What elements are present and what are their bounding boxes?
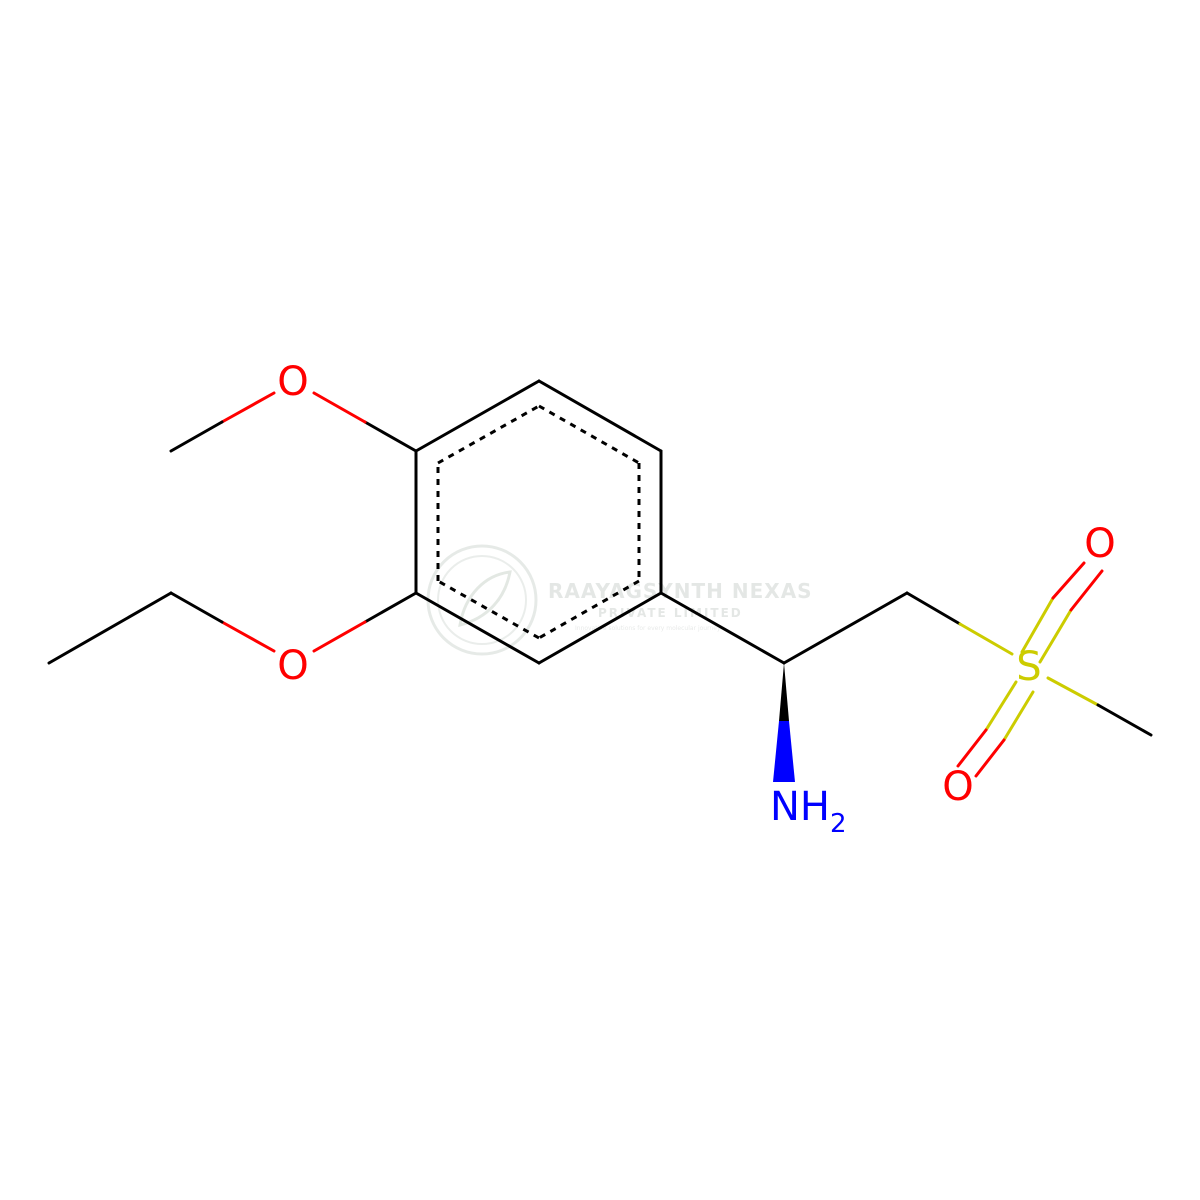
s-o-bottom-bond-a-yellow	[984, 680, 1018, 732]
ethoxy-oxygen-label: O	[277, 643, 308, 689]
amine-nitrogen-text: NH	[770, 784, 830, 830]
amine-subscript: 2	[830, 809, 847, 839]
aromatic-dash-4	[437, 579, 540, 640]
aromatic-inner-ring	[436, 404, 641, 640]
s-o-bottom-bond-b-red	[974, 738, 1006, 778]
bond-s-ch3-black	[1096, 703, 1153, 737]
bond-ring-methoxy-o-red	[312, 391, 367, 424]
ring-bond-4	[414, 591, 541, 665]
aromatic-dash-1	[538, 404, 640, 465]
sulfur-label: S	[1016, 644, 1041, 690]
bond-ch2-s-black	[905, 591, 962, 626]
side-chain	[659, 591, 1153, 737]
bond-ring-ethoxy-o-red	[312, 620, 367, 653]
bond-methoxy-o-ch3-black	[169, 420, 224, 453]
stereo-wedge-bond-blue	[773, 721, 795, 782]
amine-label: NH2	[770, 784, 847, 839]
ethoxy-group	[47, 591, 418, 665]
s-o-bottom-bond-a-red	[956, 728, 988, 768]
bond-ethoxy-o-ch2-black	[169, 591, 224, 624]
methoxy-oxygen-label: O	[277, 359, 308, 405]
sulfonyl-oxygen-top-label: O	[1084, 521, 1115, 567]
s-o-top-bond-b-red	[1069, 569, 1104, 612]
bond-ch2-s-yellow	[958, 622, 1014, 656]
sulfonyl-double-bonds	[956, 561, 1104, 778]
bond-ethyl-c-c	[47, 591, 173, 665]
watermark-logo: RAAYAGSYNTH NEXAS PRIVATE LIMITED Innova…	[426, 544, 813, 656]
s-o-top-bond-a-yellow	[1020, 596, 1055, 654]
benzene-ring	[414, 379, 663, 665]
bond-ring-ethoxy-o-black	[363, 591, 418, 624]
s-o-top-bond-b-yellow	[1038, 608, 1073, 664]
bond-s-ch3-yellow	[1046, 676, 1100, 707]
bond-chiral-c-ch2	[782, 591, 909, 665]
aromatic-dash-6	[437, 404, 540, 465]
watermark-ring-inner	[437, 555, 527, 645]
bond-ethoxy-o-ch2-red	[220, 620, 276, 653]
watermark-ring-outer	[426, 544, 538, 656]
methoxy-group	[169, 391, 418, 453]
bond-methoxy-o-ch3-red	[220, 391, 276, 424]
bond-ring-methoxy-o-black	[363, 420, 418, 453]
s-o-top-bond-a-red	[1051, 561, 1086, 600]
sulfonyl-oxygen-bottom-label: O	[942, 764, 973, 810]
s-o-bottom-bond-b-yellow	[1002, 690, 1035, 742]
watermark-leaf-icon	[458, 570, 512, 628]
stereo-wedge-bond-black	[779, 663, 789, 721]
bond-ring-chiral-c	[659, 591, 786, 665]
watermark-tagline: Innovative solutions for every molecular…	[575, 625, 721, 632]
ring-bond-1	[537, 379, 663, 453]
ring-bond-6	[414, 379, 541, 453]
ring-bond-3	[537, 591, 663, 665]
watermark-title: RAAYAGSYNTH NEXAS	[548, 579, 813, 603]
